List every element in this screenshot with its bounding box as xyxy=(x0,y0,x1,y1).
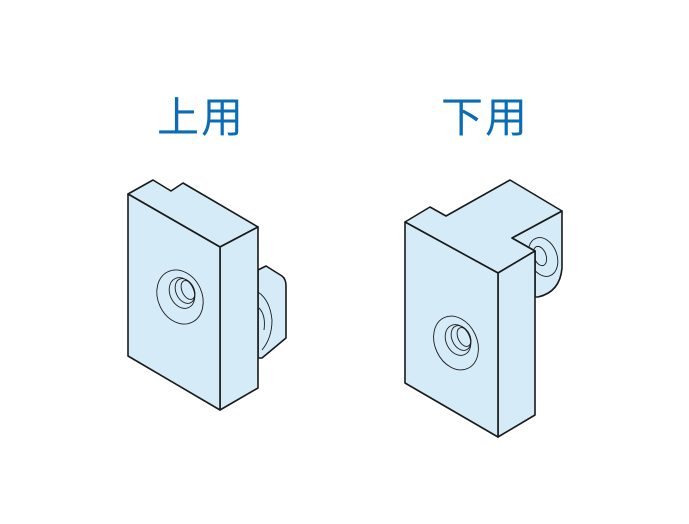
lower-part xyxy=(404,179,563,438)
upper-part-side-face xyxy=(219,226,259,411)
lower-part-threaded-hole xyxy=(433,315,479,371)
lower-part-side-face xyxy=(497,250,536,438)
lower-part-front-face xyxy=(404,221,499,438)
upper-use-label: 上用 xyxy=(157,93,246,142)
upper-part-back-tab xyxy=(257,265,287,359)
upper-part xyxy=(127,179,287,411)
upper-part-threaded-hole xyxy=(156,269,204,325)
lower-use-label: 下用 xyxy=(441,93,530,142)
